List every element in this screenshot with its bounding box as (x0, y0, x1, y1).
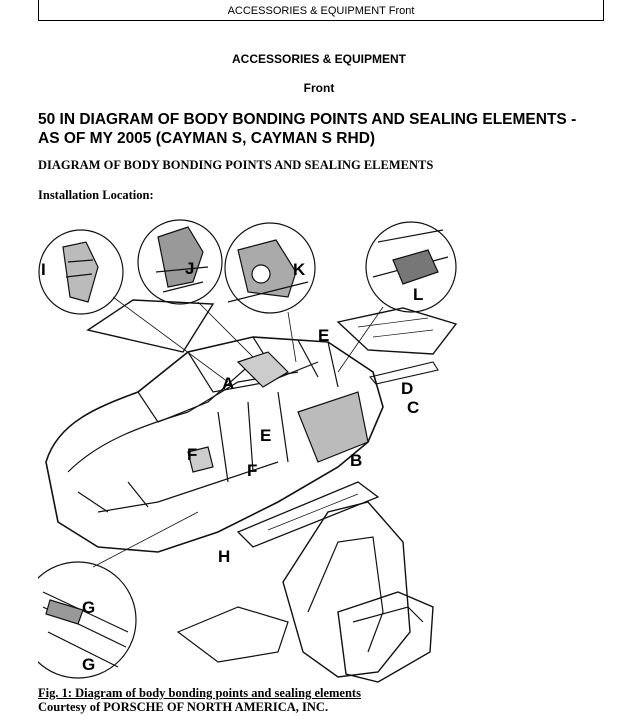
callout-g-bottom: G (82, 655, 95, 674)
body-bonding-diagram: I J K L E D C A E B F F H G G (38, 219, 458, 683)
diagram-subheading: DIAGRAM OF BODY BONDING POINTS AND SEALI… (38, 158, 434, 172)
detail-circle-k (224, 222, 316, 314)
roof-panel (86, 299, 215, 353)
callout-e-mid: E (260, 426, 271, 445)
detail-circle-j (137, 219, 223, 305)
callout-k: K (293, 260, 306, 279)
figure-caption: Fig. 1: Diagram of body bonding points a… (38, 686, 361, 700)
sill-panel (236, 481, 380, 548)
callout-f-left: F (187, 445, 197, 464)
detail-circle-l (365, 221, 457, 313)
door-panel (337, 591, 434, 683)
running-header: ACCESSORIES & EQUIPMENT Front (38, 0, 604, 21)
callout-i: I (41, 260, 46, 279)
section-subtitle: Front (303, 81, 335, 95)
side-panel (282, 501, 411, 678)
callout-b: B (350, 451, 362, 470)
callout-g-top: G (82, 598, 95, 617)
detail-circle-g (38, 561, 137, 679)
callout-l: L (413, 285, 423, 304)
callout-f-right: F (247, 461, 257, 480)
callout-a: A (222, 374, 234, 393)
section-title: ACCESSORIES & EQUIPMENT (231, 52, 407, 66)
installation-location-label: Installation Location: (38, 188, 154, 202)
callout-d: D (401, 379, 413, 398)
rear-strip-d (368, 361, 439, 385)
callout-c: C (407, 398, 419, 417)
running-header-text: ACCESSORIES & EQUIPMENT Front (227, 5, 415, 17)
callout-j: J (185, 259, 194, 278)
body-shell (45, 336, 384, 553)
document-title: 50 IN DIAGRAM OF BODY BONDING POINTS AND… (38, 111, 577, 147)
detail-circle-i (38, 229, 124, 315)
figure-credit: Courtesy of PORSCHE OF NORTH AMERICA, IN… (38, 700, 329, 714)
rear-lid (336, 307, 458, 355)
front-fender (176, 606, 289, 663)
callout-e-top: E (318, 326, 329, 345)
figure-caption-block: Fig. 1: Diagram of body bonding points a… (38, 686, 598, 714)
callout-h: H (218, 547, 230, 566)
